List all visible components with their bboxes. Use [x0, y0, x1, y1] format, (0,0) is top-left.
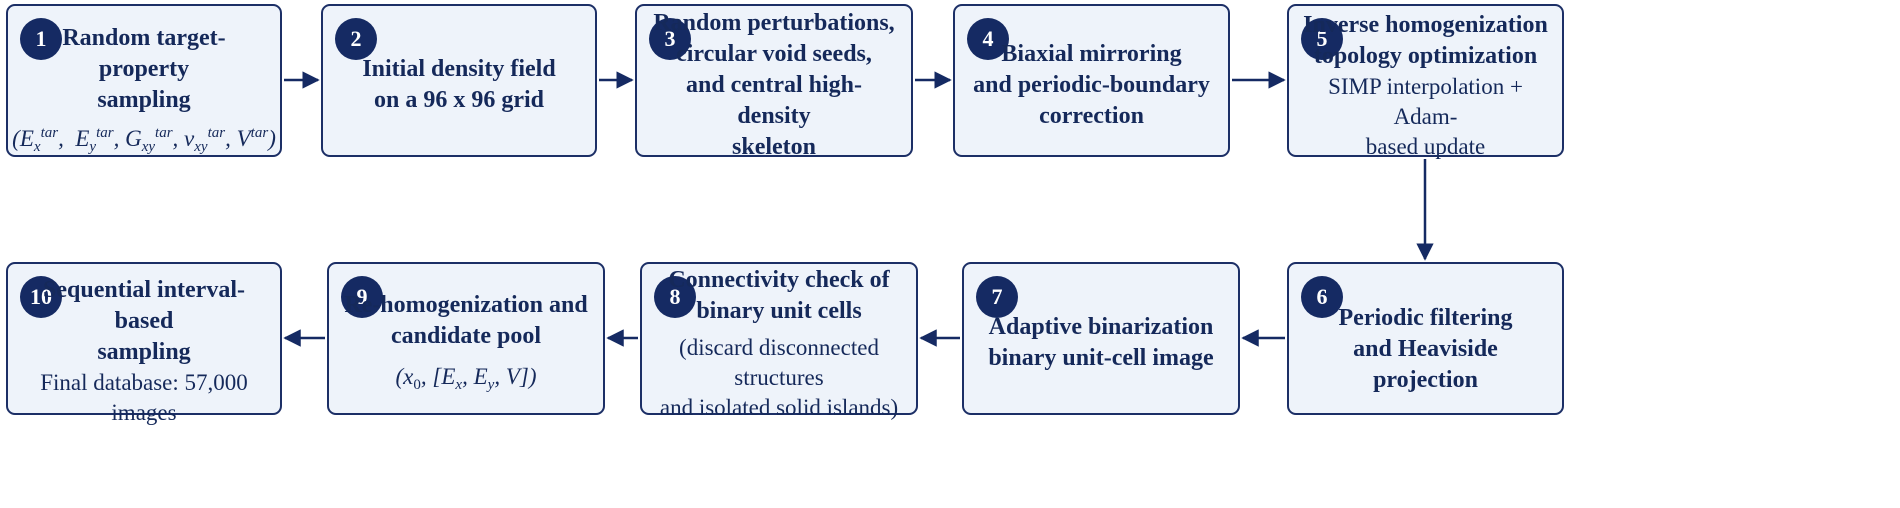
step-number-badge: 2 — [335, 18, 377, 60]
formula-term: Vtar — [236, 125, 269, 151]
step-number-badge: 5 — [1301, 18, 1343, 60]
step-note-line: (discard disconnected structures — [679, 334, 879, 390]
step-4-box: 4 Biaxial mirroring and periodic-boundar… — [953, 4, 1230, 157]
formula-term: V — [505, 363, 520, 389]
step-title-line: and Heaviside projection — [1353, 336, 1498, 393]
step-title-line: Sequential interval-based — [43, 277, 245, 334]
step-title-line: and periodic-boundary — [973, 72, 1210, 98]
step-title-line: Connectivity check of — [668, 266, 890, 293]
step-title-line: binary unit cells — [696, 297, 862, 324]
step-number-badge: 6 — [1301, 276, 1343, 318]
step-title-line: Biaxial mirroring — [1001, 41, 1182, 67]
step-title-line: Re-homogenization and — [344, 291, 588, 318]
step-title-line: Random target-property — [62, 25, 226, 82]
formula-term: Extar — [19, 125, 59, 155]
step-number-badge: 9 — [341, 276, 383, 318]
step-title-line: skeleton — [732, 134, 816, 160]
step-1-box: 1 Random target-property sampling (Extar… — [6, 4, 282, 157]
step-number-badge: 8 — [654, 276, 696, 318]
step-8-box: 8 Connectivity check of binary unit cell… — [640, 262, 918, 420]
formula-term: Gxytar — [125, 125, 173, 155]
step-number-badge: 7 — [976, 276, 1018, 318]
step-number-badge: 10 — [20, 276, 62, 318]
step-5-box: 5 Inverse homogenization topology optimi… — [1287, 4, 1564, 159]
step-note-line: based update — [1365, 133, 1486, 159]
step-title-line: Periodic filtering — [1338, 305, 1513, 331]
step-title-line: correction — [1039, 103, 1144, 129]
formula-term: νxytar — [184, 125, 226, 155]
formula-term: Ex — [441, 363, 463, 393]
formula-term: x0 — [403, 363, 421, 393]
formula-term: Eytar — [75, 125, 114, 155]
step-2-box: 2 Initial density field on a 96 x 96 gri… — [321, 4, 597, 157]
target-properties-formula: (Extar, Eytar, Gxytar, νxytar, Vtar) — [12, 125, 276, 155]
step-title-line: sampling — [97, 87, 191, 113]
step-title-line: circular void seeds, — [676, 41, 872, 67]
step-note-line: and isolated solid islands) — [659, 394, 899, 420]
step-note-line: Final database: 57,000 images — [40, 370, 248, 425]
step-title-line: sampling — [97, 339, 191, 365]
step-number-badge: 3 — [649, 18, 691, 60]
step-10-box: 10 Sequential interval-based sampling Fi… — [6, 262, 282, 425]
step-3-box: 3 Random perturbations, circular void se… — [635, 4, 913, 160]
step-title-line: topology optimization — [1313, 42, 1538, 69]
step-title-line: Inverse homogenization — [1303, 11, 1548, 38]
step-title-line: Adaptive binarization — [988, 313, 1214, 340]
step-title-line: on a 96 x 96 grid — [373, 86, 544, 113]
step-title-line: candidate pool — [390, 322, 542, 349]
step-title-line: Initial density field — [362, 55, 556, 82]
step-title-line: and central high-density — [685, 72, 862, 129]
step-number-badge: 4 — [967, 18, 1009, 60]
step-note-line: SIMP interpolation + Adam- — [1328, 73, 1523, 129]
step-9-box: 9 Re-homogenization and candidate pool (… — [327, 262, 605, 415]
step-title-line: binary unit-cell image — [988, 344, 1214, 371]
step-6-box: 6 Periodic filtering and Heaviside proje… — [1287, 262, 1564, 415]
candidate-pool-formula: (x0, [Ex, Ey, V]) — [395, 363, 537, 393]
step-7-box: 7 Adaptive binarization binary unit-cell… — [962, 262, 1240, 415]
step-title-line: Random perturbations, — [653, 10, 895, 36]
formula-term: Ey — [473, 363, 495, 393]
step-number-badge: 1 — [20, 18, 62, 60]
